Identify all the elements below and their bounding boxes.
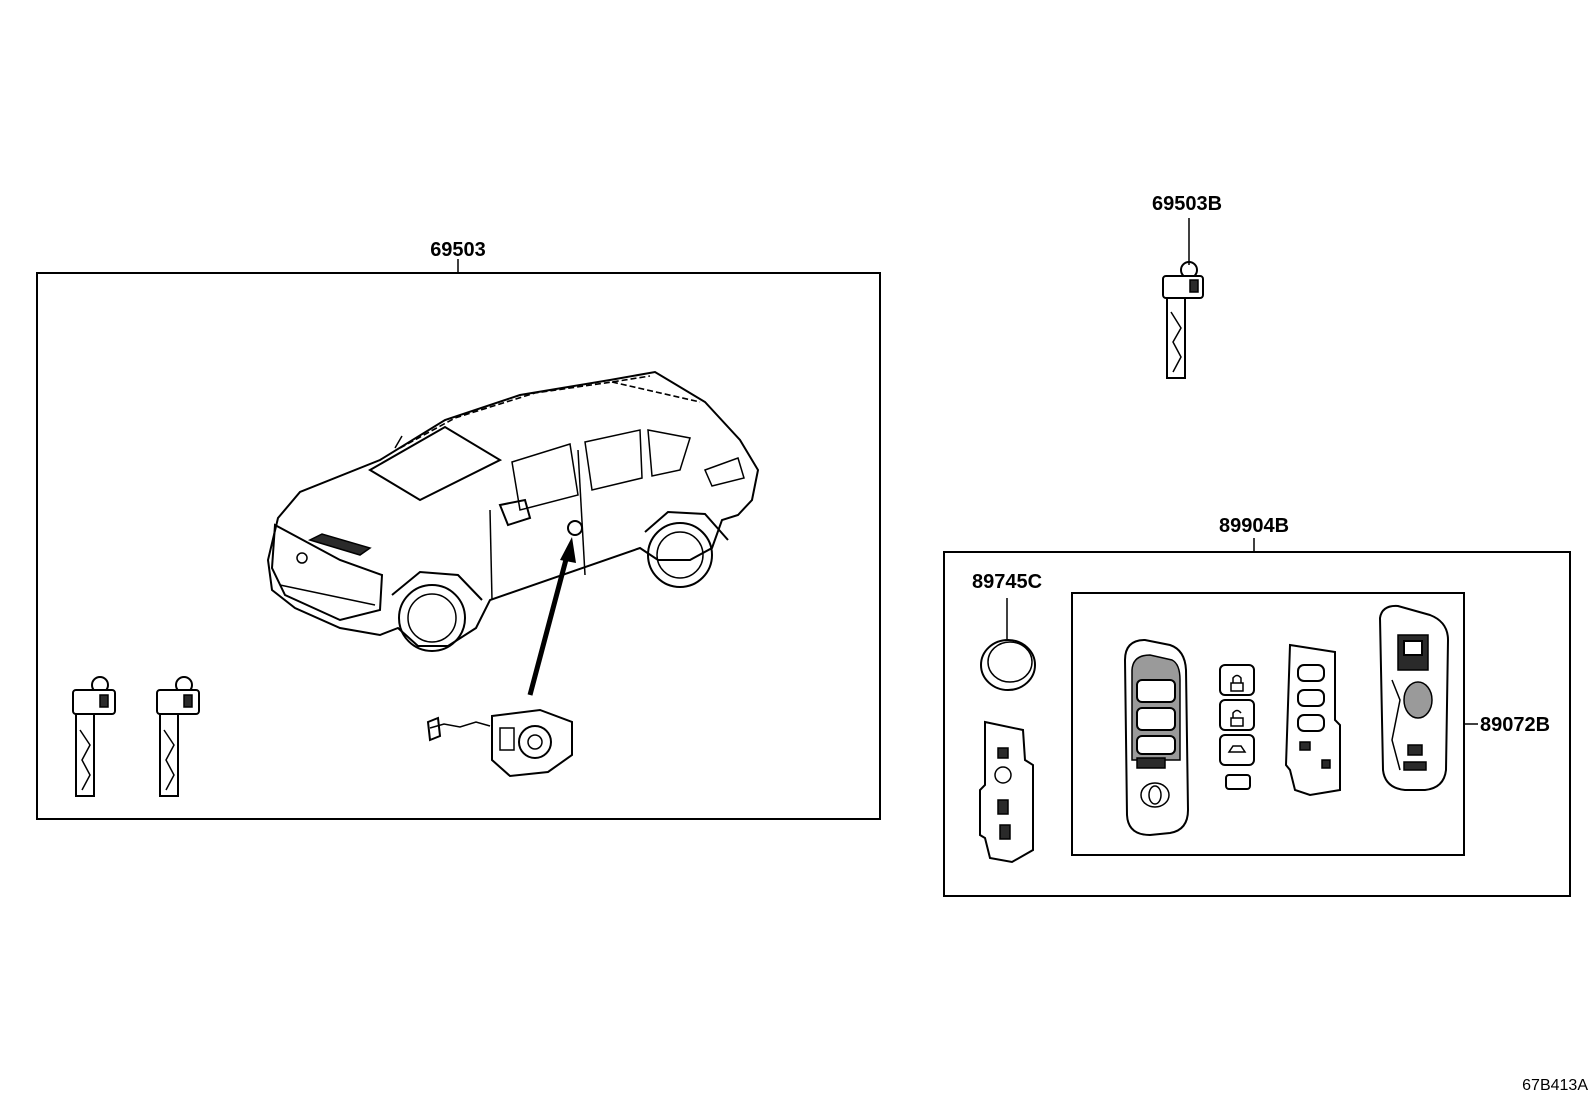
label-89745C: 89745C — [972, 571, 1042, 593]
battery-holder-contact — [994, 766, 1012, 784]
mechanical-key-2 — [156, 676, 200, 797]
button-pad-set — [1219, 664, 1255, 790]
circuit-board-contact — [1321, 759, 1331, 769]
vehicle-illustration — [266, 370, 760, 652]
rear-housing-clip-1 — [1407, 744, 1423, 756]
main-kit-group: 69503 — [36, 239, 881, 820]
door-lock-cylinder — [426, 708, 573, 778]
button-pad-panic — [1225, 774, 1251, 790]
fob-emblem — [1140, 782, 1170, 808]
key-fob-cover — [1123, 638, 1190, 837]
lock-cylinder-connector — [426, 716, 442, 742]
unlock-icon — [1230, 709, 1244, 727]
mechanical-key-1 — [72, 676, 116, 797]
battery-holder-slot-3 — [999, 824, 1011, 840]
vehicle-body — [266, 370, 760, 647]
battery-face — [987, 641, 1033, 683]
vehicle-side-mirror — [498, 498, 532, 527]
transmitter-set-box — [943, 551, 1571, 897]
lock-cylinder-lever — [499, 727, 515, 751]
battery-cell — [980, 639, 1036, 691]
rear-housing-rib — [1391, 679, 1401, 771]
battery-holder-slot-1 — [997, 747, 1009, 759]
lock-cylinder-face — [518, 725, 552, 759]
key-1-cut — [79, 729, 91, 791]
transmitter-set-group: 89904B 89745C 89072B — [943, 515, 1571, 897]
label-89072B: 89072B — [1480, 714, 1550, 736]
lock-cylinder-keyhole — [527, 734, 543, 750]
figure-reference: 67B413A — [1522, 1077, 1588, 1094]
vehicle-tail-light — [703, 457, 745, 487]
circuit-board-chip — [1299, 741, 1311, 751]
label-69503B: 69503B — [1152, 193, 1222, 215]
circuit-board-plate — [1284, 643, 1341, 797]
key-2-cut — [163, 729, 175, 791]
button-pad-unlock — [1219, 699, 1255, 731]
vehicle-headlight — [307, 533, 372, 556]
key-2-logo — [183, 694, 193, 708]
label-69503: 69503 — [430, 239, 486, 261]
fob-lock-button — [1136, 679, 1176, 703]
vehicle-rear-rim — [656, 531, 704, 579]
spare-key-group: 69503B — [1152, 193, 1222, 379]
vehicle-front-window — [511, 443, 579, 511]
vehicle-emblem — [296, 552, 308, 564]
vehicle-quarter-window — [647, 429, 691, 477]
fob-unlock-button — [1136, 707, 1176, 731]
button-pad-trunk — [1219, 734, 1255, 766]
rear-housing-window — [1403, 640, 1423, 656]
rear-housing — [1378, 604, 1450, 791]
spare-key-cut — [1170, 311, 1182, 373]
vehicle-windshield — [368, 425, 503, 502]
door-lock-point — [567, 520, 583, 536]
vehicle-roof-rear — [611, 381, 701, 403]
rear-housing-battery-well — [1403, 681, 1433, 719]
vehicle-rear-window — [584, 429, 643, 491]
vehicle-front-rim — [407, 593, 457, 643]
button-pad-lock — [1219, 664, 1255, 696]
vehicle-antenna — [394, 435, 403, 449]
vehicle-door-seam — [577, 449, 586, 576]
lock-arrow-head — [560, 537, 576, 563]
fob-emblem-inner — [1148, 785, 1162, 805]
circuit-board-pad-1 — [1297, 664, 1325, 682]
vehicle-roof-line — [399, 375, 651, 449]
battery-holder-plate — [979, 720, 1034, 864]
lock-cylinder-housing — [491, 708, 573, 778]
vehicle-rear-arch — [644, 510, 729, 541]
key-1-logo — [99, 694, 109, 708]
vehicle-front-door-edge — [489, 509, 493, 601]
circuit-board-pad-3 — [1297, 714, 1325, 732]
rear-housing-clip-2 — [1403, 761, 1427, 771]
fob-trunk-button — [1136, 735, 1176, 755]
vehicle-front-arch — [391, 570, 483, 601]
spare-key-logo — [1189, 279, 1199, 293]
lock-arrow-shaft — [527, 551, 571, 696]
fob-panic-button — [1136, 757, 1166, 769]
trunk-icon — [1227, 745, 1247, 753]
vehicle-bumper-line — [279, 584, 376, 606]
padlock-icon — [1230, 674, 1244, 692]
lock-location-arrow — [527, 537, 576, 696]
circuit-board-pad-2 — [1297, 689, 1325, 707]
vehicle-rear-wheel — [647, 522, 713, 588]
vehicle-front-wheel — [398, 584, 466, 652]
vehicle-front-fascia — [270, 523, 384, 622]
label-89904B: 89904B — [1219, 515, 1289, 537]
battery-holder-slot-2 — [997, 799, 1009, 815]
